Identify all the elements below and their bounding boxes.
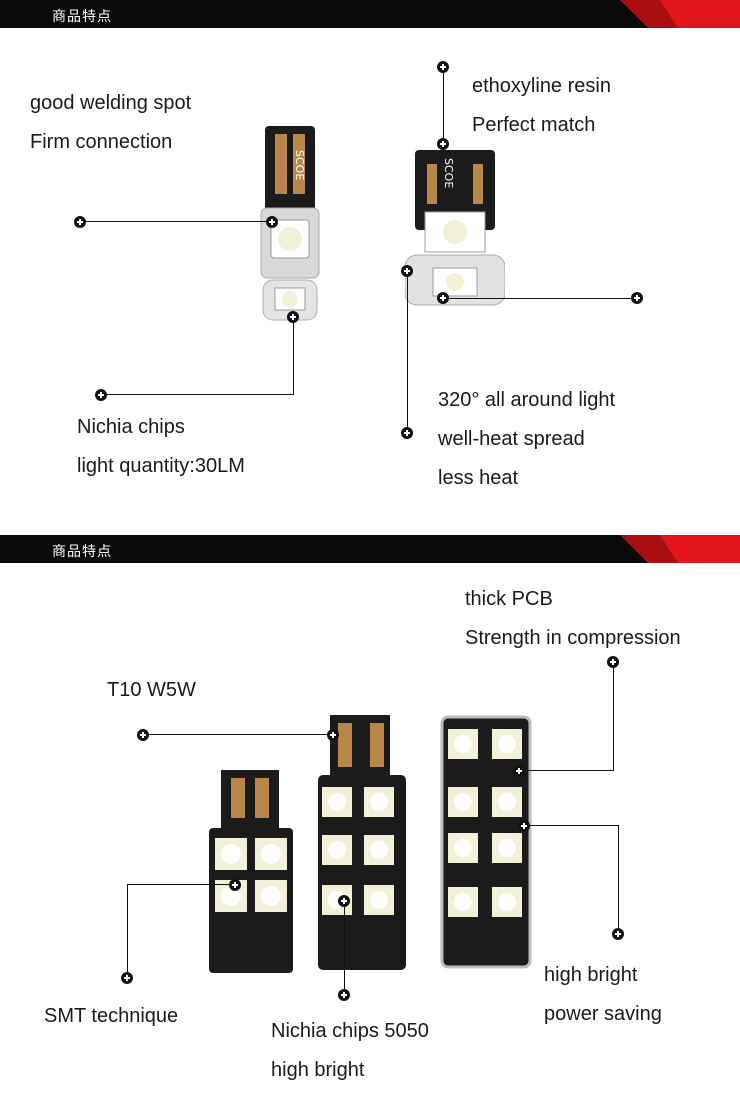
led-board-8-photo [440,715,532,969]
nichia-5050-label: Nichia chips 5050 high bright [271,1020,429,1081]
callout-marker-icon [74,216,86,228]
bulb-brand-label: SCOE [442,158,455,188]
callout-marker-icon [607,656,619,668]
callout-marker-icon [437,61,449,73]
callout-marker-icon [338,895,350,907]
bulb-brand-label: SCOE [293,150,306,180]
callout-marker-icon [121,972,133,984]
callout-marker-icon [95,389,107,401]
callout-marker-icon [266,216,278,228]
resin-label: ethoxyline resin Perfect match [472,75,611,136]
led-board-4-photo [209,770,293,973]
nichia-label: Nichia chips light quantity:30LM [77,416,245,477]
callout-marker-icon [437,138,449,150]
callout-line [443,67,444,144]
callout-marker-icon [518,820,530,832]
feature-section-1: 商品特点 SCOE SCOE good welding spot Firm co… [0,0,740,535]
welding-label: good welding spot Firm connection [30,92,192,153]
callout-marker-icon [401,265,413,277]
led-board-6-photo [318,715,406,970]
callout-marker-icon [229,879,241,891]
callout-line [127,884,128,978]
t10-bulb-photo-left: SCOE [260,126,320,321]
callout-marker-icon [287,311,299,323]
callout-line [143,734,333,735]
header-accent-stripe [620,0,740,28]
section-header-title: 商品特点 [52,544,112,560]
section-header-title: 商品特点 [52,9,112,25]
callout-marker-icon [137,729,149,741]
callout-line [293,317,294,395]
header-accent-stripe [620,535,740,563]
callout-line [80,221,272,222]
model-label: T10 W5W [107,679,196,701]
section-header: 商品特点 [0,535,740,563]
callout-line [127,884,235,885]
callout-line [344,901,345,995]
callout-marker-icon [437,292,449,304]
light-label: 320° all around light well-heat spread l… [438,389,616,489]
smt-label: SMT technique [44,1005,179,1027]
power-label: high bright power saving [544,964,662,1025]
callout-marker-icon [631,292,643,304]
pcb-label: thick PCB Strength in compression [465,588,681,649]
feature-section-2: 商品特点 [0,535,740,1108]
callout-line [407,271,408,433]
callout-line [524,825,618,826]
callout-marker-icon [513,765,525,777]
callout-line [101,394,293,395]
callout-line [613,662,614,771]
callout-line [519,770,613,771]
callout-marker-icon [401,427,413,439]
t10-bulb-photo-right: SCOE [405,150,505,306]
section-header: 商品特点 [0,0,740,28]
callout-marker-icon [612,928,624,940]
callout-line [618,825,619,934]
callout-marker-icon [338,989,350,1001]
callout-marker-icon [327,729,339,741]
callout-line [443,298,637,299]
